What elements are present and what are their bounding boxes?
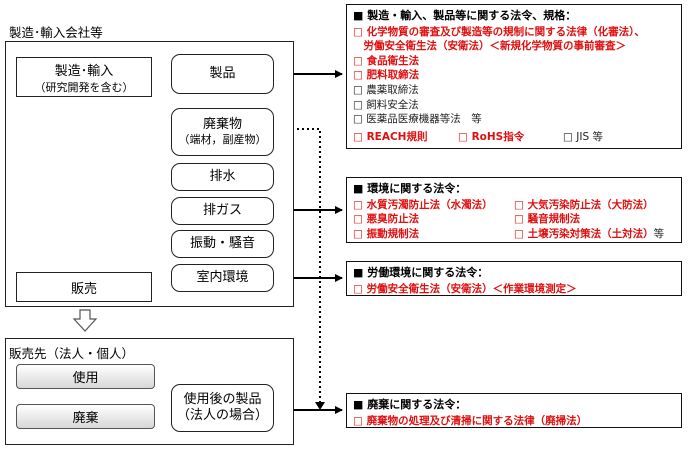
drainage-box: 排水 bbox=[171, 163, 274, 191]
waste-laws-header: ■ 廃棄に関する法令： bbox=[353, 398, 467, 411]
manufacture-sub-label: （研究開発を含む） bbox=[34, 80, 134, 94]
product-laws-box: ■ 製造・輸入、製品等に関する法令、規格： □ 化学物質の審査及び製造等の規制に… bbox=[346, 4, 682, 149]
waste-sub-label: （端材，副産物） bbox=[178, 133, 267, 147]
exhaust-label: 排ガス bbox=[202, 202, 242, 218]
standard-jis: □ JIS 等 bbox=[563, 130, 603, 143]
vibration-box: 振動・騒音 bbox=[171, 230, 274, 258]
environment-laws-header: ■ 環境に関する法令： bbox=[353, 182, 467, 195]
env-law-air: □ 大気汚染防止法（大防法） bbox=[514, 198, 654, 211]
product-law-line: □ 農薬取締法 bbox=[353, 83, 419, 96]
labor-laws-header: ■ 労働環境に関する法令： bbox=[353, 266, 489, 279]
use-box: 使用 bbox=[16, 364, 155, 389]
standard-reach: □ REACH規則 bbox=[353, 130, 428, 143]
waste-law-line: □ 廃棄物の処理及び清掃に関する法律（廃掃法） bbox=[353, 414, 588, 427]
env-law-tail: 等 bbox=[653, 227, 665, 240]
drainage-label: 排水 bbox=[209, 168, 236, 184]
environment-laws-box: ■ 環境に関する法令： □ 水質汚濁防止法（水濁法） □ 大気汚染防止法（大防法… bbox=[346, 177, 682, 243]
sales-box: 販売 bbox=[16, 272, 152, 302]
waste-laws-box: ■ 廃棄に関する法令： □ 廃棄物の処理及び清掃に関する法律（廃掃法） bbox=[346, 393, 682, 428]
product-box: 製品 bbox=[171, 54, 274, 94]
env-law-water: □ 水質汚濁防止法（水濁法） bbox=[353, 198, 493, 211]
vibration-label: 振動・騒音 bbox=[189, 235, 255, 251]
manufacture-label: 製造･輸入 bbox=[54, 63, 114, 79]
hollow-arrow-company-customer bbox=[72, 309, 98, 332]
waste-box: 廃棄物 （端材，副産物） bbox=[171, 108, 274, 156]
manufacture-box: 製造･輸入 （研究開発を含む） bbox=[16, 57, 152, 97]
standard-rohs: □ RoHS指令 bbox=[458, 130, 525, 143]
product-law-line: □ 医薬品医療機器等法 等 bbox=[353, 113, 482, 126]
labor-laws-box: ■ 労働環境に関する法令： □ 労働安全衛生法（安衛法）＜作業環境測定＞ bbox=[346, 261, 682, 296]
disposal-label: 廃棄 bbox=[72, 411, 99, 426]
use-label: 使用 bbox=[72, 371, 99, 386]
dotted-arrow-head bbox=[315, 402, 325, 410]
product-laws-header: ■ 製造・輸入、製品等に関する法令、規格： bbox=[353, 9, 577, 22]
env-law-noise: □ 騒音規制法 bbox=[514, 213, 581, 226]
labor-law-line: □ 労働安全衛生法（安衛法）＜作業環境測定＞ bbox=[353, 282, 577, 295]
product-law-line: 労働安全衛生法（安衛法）＜新規化学物質の事前審査＞ bbox=[353, 40, 626, 53]
customer-title: 販売先（法人・個人） bbox=[9, 346, 135, 361]
standards-row: □ REACH規則 □ RoHS指令 □ JIS 等 bbox=[353, 130, 675, 145]
product-law-line: □ 肥料取締法 bbox=[353, 69, 420, 82]
disposal-box: 廃棄 bbox=[16, 404, 155, 429]
used-product-label: 使用後の製品 bbox=[183, 391, 262, 407]
env-law-soil: □ 土壌汚染対策法（土対法） bbox=[514, 227, 654, 240]
indoor-box: 室内環境 bbox=[171, 264, 274, 292]
sales-label: 販売 bbox=[70, 281, 97, 297]
product-law-line: □ 食品衛生法 bbox=[353, 54, 420, 67]
waste-label: 廃棄物 bbox=[202, 117, 242, 132]
used-product-sub-label: （法人の場合） bbox=[176, 408, 268, 423]
product-law-line: □ 化学物質の審査及び製造等の規制に関する法律（化審法）、 bbox=[353, 25, 645, 38]
exhaust-box: 排ガス bbox=[171, 197, 274, 225]
env-law-vibration: □ 振動規制法 bbox=[353, 227, 420, 240]
company-title: 製造･輸入会社等 bbox=[9, 25, 103, 40]
used-product-box: 使用後の製品 （法人の場合） bbox=[171, 384, 274, 432]
indoor-label: 室内環境 bbox=[196, 269, 249, 285]
env-law-odor: □ 悪臭防止法 bbox=[353, 213, 420, 226]
product-label: 製品 bbox=[209, 65, 236, 81]
product-law-line: □ 飼料安全法 bbox=[353, 98, 419, 111]
